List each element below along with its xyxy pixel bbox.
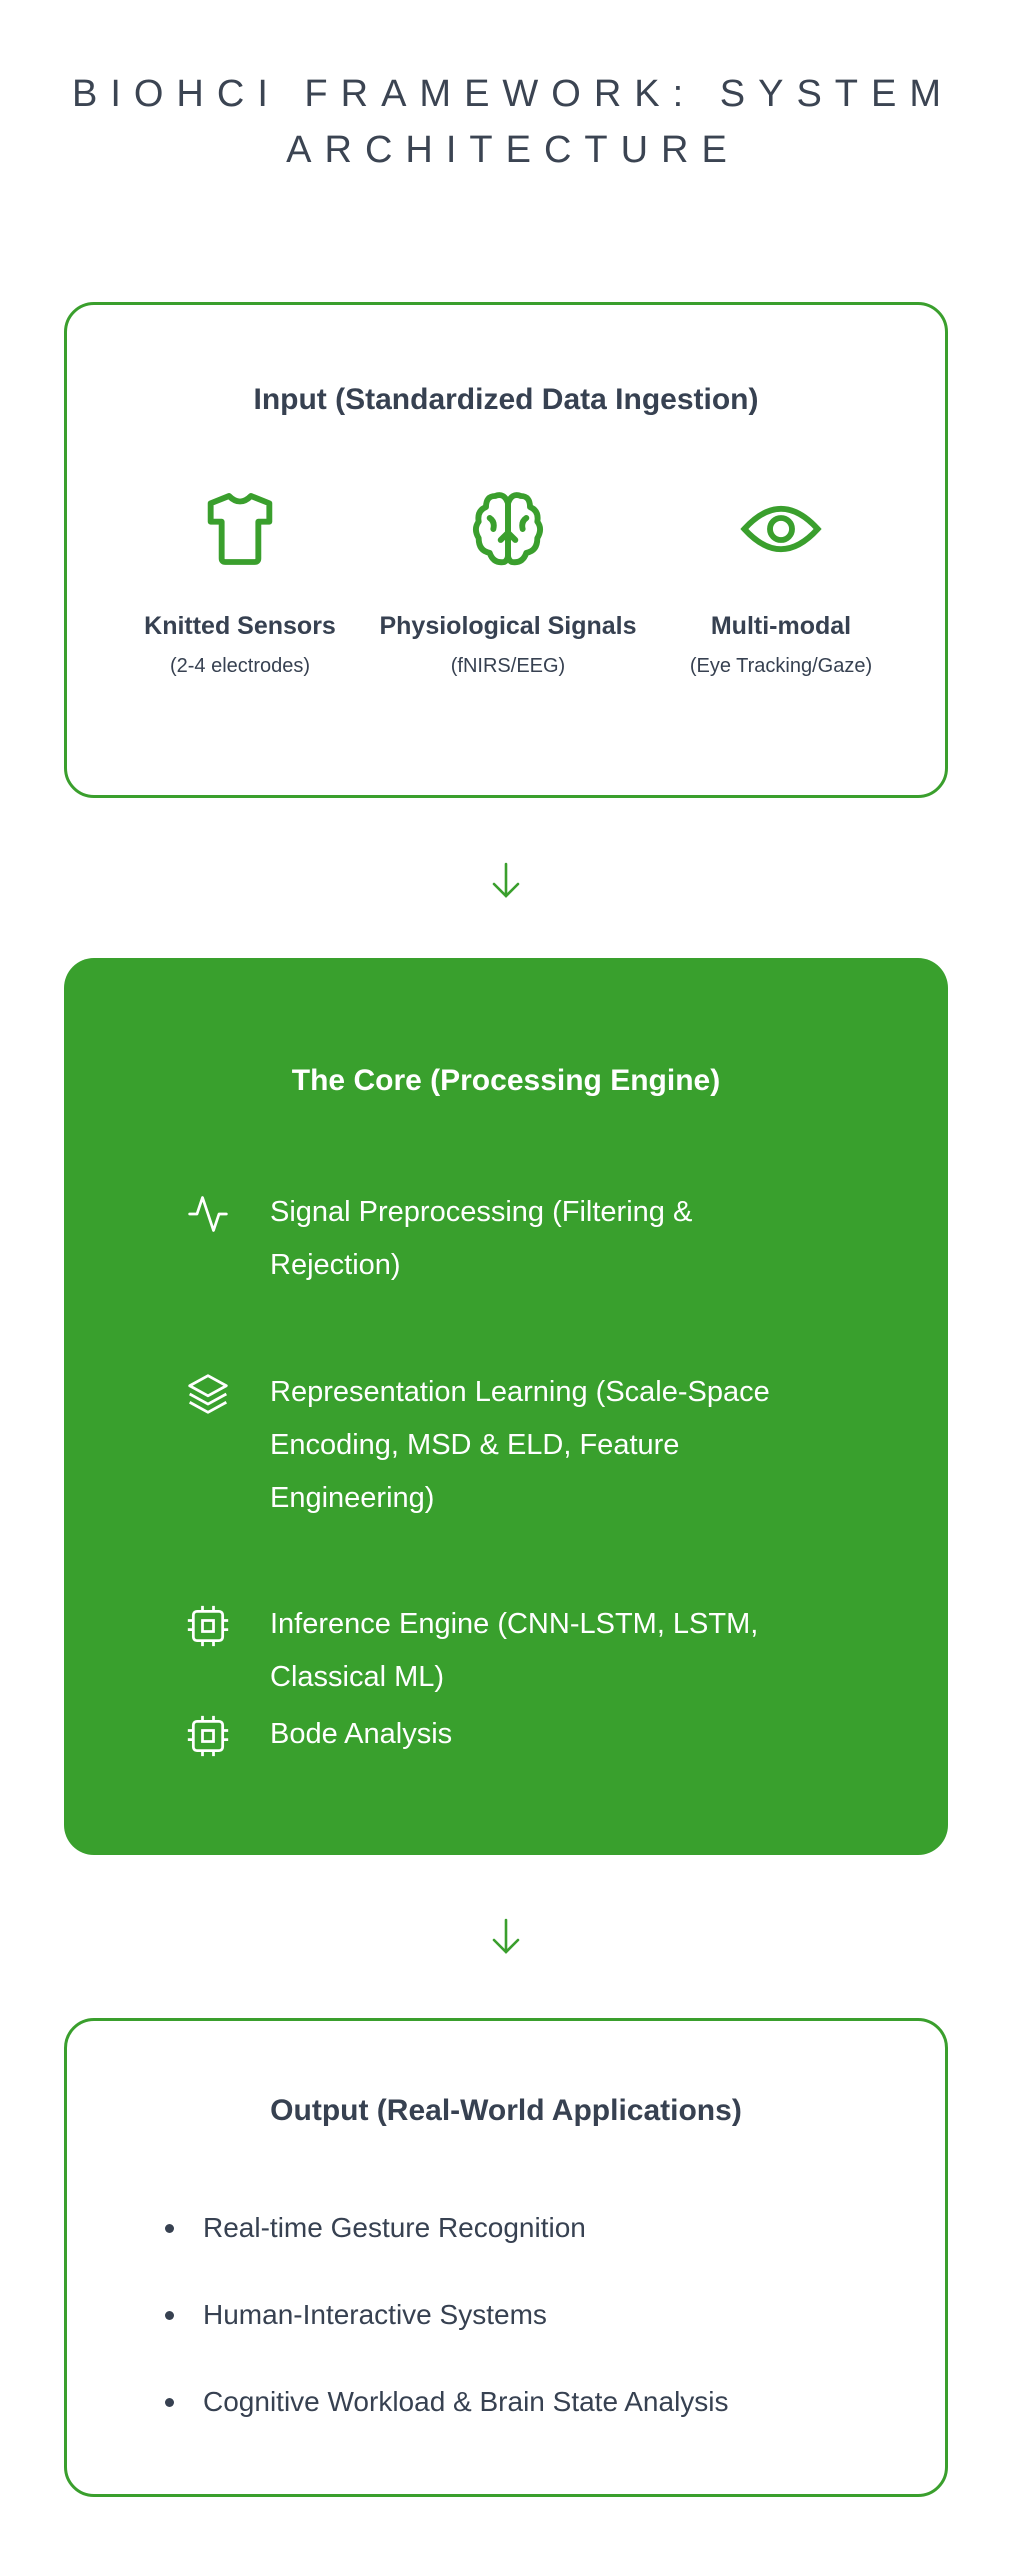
brain-icon [472, 492, 544, 566]
input-heading: Input (Standardized Data Ingestion) [253, 383, 759, 416]
column-label: Knitted Sensors [144, 612, 336, 640]
cpu-icon [187, 1605, 229, 1647]
shirt-icon [207, 493, 273, 565]
core-item-text: Signal Preprocessing (Filtering & Reject… [270, 1196, 693, 1281]
core-item-text: Representation Learning (Scale-Space Enc… [270, 1376, 770, 1514]
bullet-icon [165, 2311, 174, 2320]
output-item-text: Human-Interactive Systems [203, 2299, 547, 2330]
arrow-down-icon [492, 862, 520, 898]
bullet-icon [165, 2224, 174, 2233]
activity-icon [188, 1196, 228, 1232]
input-column-multi-modal: Multi-modal (Eye Tracking/Gaze) [651, 485, 911, 686]
core-item-text: Bode Analysis [270, 1718, 453, 1750]
input-section: Input (Standardized Data Ingestion) Knit… [64, 302, 948, 798]
core-heading: The Core (Processing Engine) [291, 1064, 721, 1097]
output-item-text: Cognitive Workload & Brain State Analysi… [203, 2386, 729, 2417]
column-label: Multi-modal [710, 612, 852, 640]
output-heading: Output (Real-World Applications) [270, 2094, 742, 2127]
arrow-down-icon [492, 1918, 520, 1954]
core-section: The Core (Processing Engine) Signal Prep… [64, 958, 948, 1855]
page-title: BIOHCI FRAMEWORK: SYSTEM ARCHITECTURE [71, 73, 955, 171]
column-sublabel: (2-4 electrodes) [169, 655, 311, 677]
column-sublabel: (Eye Tracking/Gaze) [689, 655, 873, 677]
column-label: Physiological Signals [379, 612, 637, 640]
core-item-text: Inference Engine (CNN-LSTM, LSTM, Classi… [270, 1608, 759, 1693]
column-sublabel: (fNIRS/EEG) [450, 655, 566, 677]
input-column-physiological-signals: Physiological Signals (fNIRS/EEG) [378, 485, 638, 686]
bullet-icon [165, 2398, 174, 2407]
input-column-knitted-sensors: Knitted Sensors (2-4 electrodes) [110, 485, 370, 686]
output-section: Output (Real-World Applications) Real-ti… [64, 2018, 948, 2497]
layers-icon [188, 1374, 228, 1414]
cpu-icon [187, 1715, 229, 1757]
eye-icon [740, 505, 822, 553]
output-item-text: Real-time Gesture Recognition [203, 2212, 586, 2243]
